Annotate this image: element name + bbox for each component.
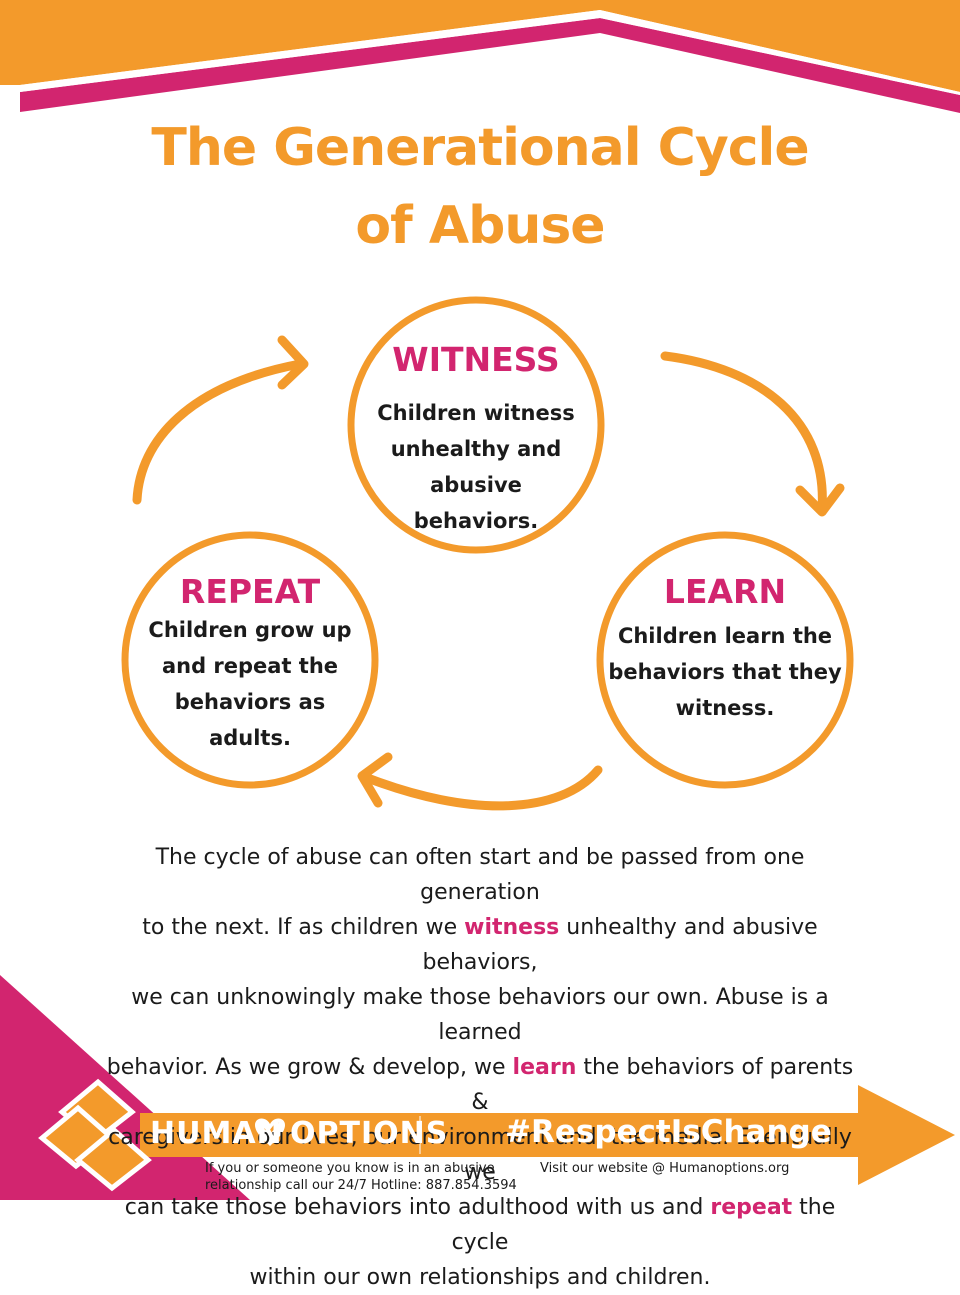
paragraph-line: caregivers in our lives, our environment… <box>108 1125 852 1185</box>
explanation-paragraph: The cycle of abuse can often start and b… <box>100 840 860 1295</box>
website-link[interactable]: Visit our website @ Humanoptions.org <box>540 1161 790 1176</box>
top-white-band <box>20 10 960 95</box>
repeat-line: Children grow up <box>148 618 352 642</box>
paragraph-line: we can unknowingly make those behaviors … <box>131 985 829 1045</box>
learn-line: witness. <box>675 696 775 720</box>
repeat-line: adults. <box>209 726 291 750</box>
witness-circle <box>347 296 605 554</box>
highlight-witness: witness <box>464 915 560 940</box>
repeat-description: Children grow up and repeat the behavior… <box>140 612 360 756</box>
witness-description: Children witness unhealthy and abusive b… <box>366 395 586 539</box>
learn-description: Children learn the behaviors that they w… <box>605 618 845 726</box>
repeat-heading: REPEAT <box>179 572 321 611</box>
hashtag: #RespectIsChange <box>505 1114 832 1150</box>
witness-heading: WITNESS <box>392 340 560 379</box>
cycle-arrow-icon <box>660 351 827 515</box>
paragraph-line: to the next. If as children we witness u… <box>142 915 818 975</box>
learn-line: Children learn the <box>617 624 833 648</box>
repeat-line: behaviors as <box>174 690 326 714</box>
learn-circle <box>596 531 854 789</box>
paragraph-line: The cycle of abuse can often start and b… <box>155 845 805 905</box>
hotline-line: relationship call our 24/7 Hotline: 887.… <box>205 1178 517 1193</box>
learn-line: behaviors that they <box>608 660 842 684</box>
page-title-line2: of Abuse <box>355 196 605 256</box>
footer-arrow-bar <box>140 1085 955 1185</box>
highlight-learn: learn <box>512 1055 577 1080</box>
page-title-line1: The Generational Cycle <box>151 118 809 178</box>
brand-mark-icon <box>38 1078 152 1192</box>
highlight-repeat: repeat <box>710 1195 793 1220</box>
top-orange-banner <box>0 0 960 92</box>
background-graphics <box>0 0 960 1200</box>
cycle-arrow-icon <box>360 765 603 811</box>
heart-logo-icon <box>255 1118 285 1146</box>
learn-heading: LEARN <box>663 572 787 611</box>
paragraph-line: within our own relationships and childre… <box>249 1265 711 1290</box>
witness-line: Children witness <box>377 401 575 425</box>
paragraph-line: behavior. As we grow & develop, we learn… <box>106 1055 854 1115</box>
hotline-info: If you or someone you know is in an abus… <box>205 1160 535 1194</box>
witness-line: abusive behaviors. <box>413 473 539 533</box>
witness-line: unhealthy and <box>390 437 562 461</box>
top-magenta-stripe <box>20 18 960 113</box>
cycle-arrow-icon <box>132 359 305 505</box>
brand-name-left: HUMAN <box>150 1116 283 1151</box>
repeat-line: and repeat the <box>161 654 339 678</box>
brand-name-right: OPTIONS <box>290 1116 449 1151</box>
repeat-circle <box>121 531 379 789</box>
hotline-line: If you or someone you know is in an abus… <box>205 1161 495 1176</box>
paragraph-line: can take those behaviors into adulthood … <box>124 1195 836 1255</box>
